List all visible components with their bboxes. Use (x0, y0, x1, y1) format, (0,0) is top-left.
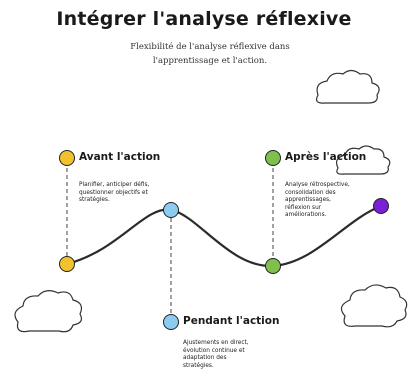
cloud-icon (340, 284, 408, 328)
cloud-icon (14, 290, 83, 333)
apres-label-marker (265, 150, 281, 166)
stage-desc-pendant: Ajustements en direct, évolution continu… (183, 340, 249, 369)
avant-curve-marker (59, 256, 75, 272)
stage-desc-apres: Analyse rétrospective, consolidation des… (285, 182, 350, 219)
cloud-icon (335, 145, 391, 175)
apres-curve-marker (265, 258, 281, 274)
diagram-title: Intégrer l'analyse réflexive (56, 8, 352, 30)
timeline-curve (66, 204, 382, 268)
pendant-curve-marker (163, 202, 179, 218)
end-marker (373, 198, 389, 214)
stage-desc-avant: Planifier, anticiper défis, questionner … (79, 182, 150, 204)
stage-label-pendant: Pendant l'action (183, 315, 280, 327)
cloud-icon (315, 69, 380, 104)
avant-label-marker (59, 150, 75, 166)
diagram-subtitle: Flexibilité de l'analyse réflexive dans … (130, 42, 290, 66)
pendant-label-marker (163, 314, 179, 330)
stage-label-apres: Après l'action (285, 151, 367, 163)
stage-label-avant: Avant l'action (79, 151, 161, 163)
